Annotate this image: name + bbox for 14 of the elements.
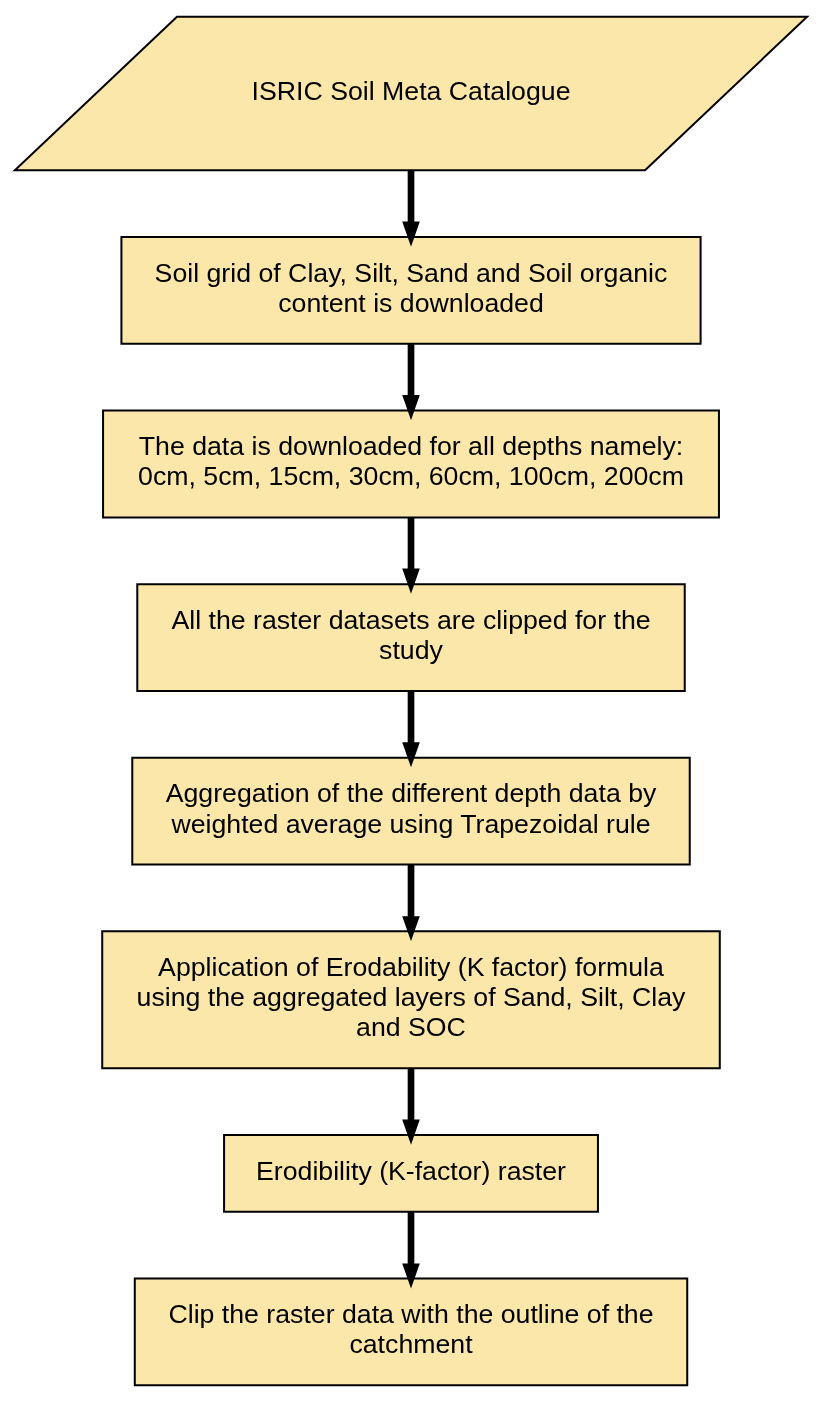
- node-box: Aggregation of the different depth data by weighted average using Trapezoidal rule: [131, 756, 691, 866]
- node-box: All the raster datasets are clipped for the study: [136, 582, 686, 692]
- node-box: Soil grid of Clay, Silt, Sand and Soil organic content is downloaded: [120, 235, 702, 345]
- arrow: [402, 690, 420, 767]
- arrow: [402, 1067, 420, 1145]
- node-box: Application of Erodability (K factor) formula using the aggregated layers of Sand, Silt, Clay and SOC: [101, 929, 721, 1069]
- arrow: [402, 170, 420, 247]
- arrow: [402, 864, 420, 941]
- node-box: The data is downloaded for all depths namely: 0cm, 5cm, 15cm, 30cm, 60cm, 100cm, 200cm: [102, 409, 720, 518]
- node-box: Clip the raster data with the outline of the catchment: [133, 1277, 689, 1386]
- arrow: [402, 343, 420, 420]
- node-box: Erodibility (K-factor) raster: [223, 1133, 599, 1213]
- arrow: [402, 1211, 420, 1289]
- arrow: [402, 517, 420, 594]
